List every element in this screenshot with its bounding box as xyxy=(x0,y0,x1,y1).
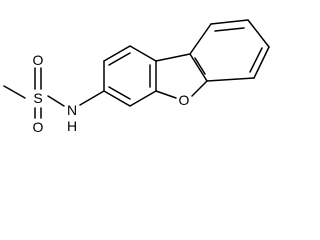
oxygen-bottom-label: O xyxy=(33,119,44,135)
bond-o-c5a xyxy=(191,80,208,97)
bond-inner-c2-c1 xyxy=(108,52,131,66)
bond-c6-c5a xyxy=(206,77,255,82)
bond-c9a-c9 xyxy=(189,23,212,55)
bond-n-c3 xyxy=(79,90,105,106)
bond-c7-c6 xyxy=(253,46,270,79)
hydrogen-label: H xyxy=(67,118,77,134)
bond-inner-c9-c8 xyxy=(214,27,245,32)
oxygen-top-label: O xyxy=(33,52,44,68)
bond-c1-c9b xyxy=(129,45,157,62)
structure-drawing: S O O N H O xyxy=(3,19,270,135)
bond-c2-c1 xyxy=(103,45,131,62)
bond-c4b-o xyxy=(155,90,177,99)
bond-s-n xyxy=(47,95,65,107)
bond-methyl-s xyxy=(3,85,26,99)
bond-c4b-c4 xyxy=(129,90,157,107)
bond-c4-c3 xyxy=(103,90,131,107)
ring-oxygen-label: O xyxy=(179,92,190,108)
sulfur-label: S xyxy=(33,90,42,106)
bond-inner-c4-c3 xyxy=(108,86,131,100)
bond-inner-c5a-c9a xyxy=(194,57,206,75)
bond-c9b-c9a xyxy=(155,53,191,62)
nitrogen-label: N xyxy=(67,102,77,118)
bond-c8-c7 xyxy=(247,19,270,48)
bond-c9-c8 xyxy=(210,19,249,25)
molecule-structure: S O O N H O xyxy=(3,19,270,135)
bond-c5a-c9a xyxy=(189,53,208,82)
bond-inner-c7-c6 xyxy=(249,47,263,73)
